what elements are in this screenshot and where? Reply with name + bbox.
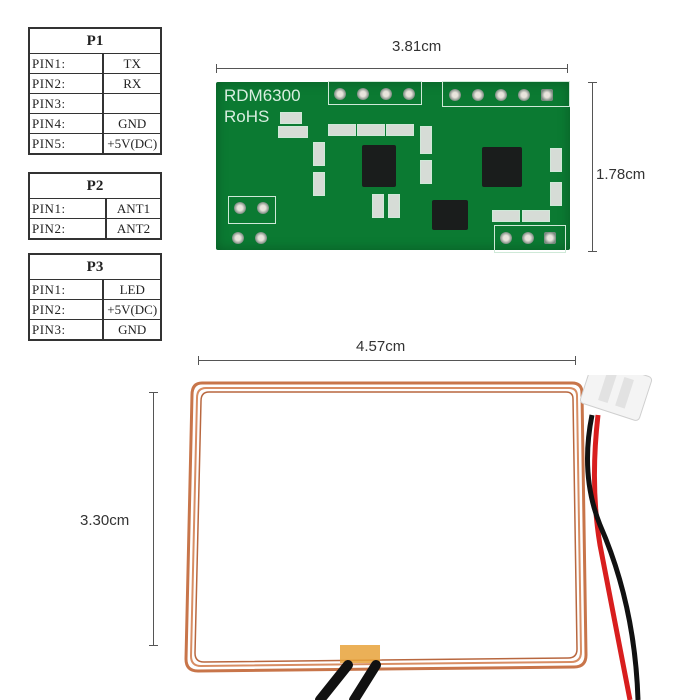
module-name: RDM6300 <box>224 86 301 105</box>
table-header: P3 <box>28 253 162 280</box>
smd-component <box>278 126 308 138</box>
pin-value: GND <box>102 319 162 341</box>
module-width-label: 3.81cm <box>392 38 442 55</box>
smd-component <box>522 210 550 222</box>
smd-component <box>313 142 325 166</box>
pin-value <box>102 93 162 114</box>
pin-label: PIN4: <box>28 113 105 134</box>
module-width-dimension-line <box>216 64 568 73</box>
pin-value: RX <box>102 73 162 94</box>
pin-value: ANT2 <box>105 218 162 240</box>
header-p3-outline <box>494 225 566 253</box>
smd-component <box>357 124 385 136</box>
pad-icon <box>500 232 512 244</box>
pin-label: PIN1: <box>28 279 105 300</box>
pin-label: PIN3: <box>28 319 105 341</box>
antenna-width-dimension-line <box>198 356 576 365</box>
pad-icon <box>544 232 556 244</box>
module-height-dimension-line <box>588 82 597 252</box>
pin-value: +5V(DC) <box>102 299 162 320</box>
pad-icon <box>357 88 369 100</box>
table-row: PIN2:ANT2 <box>28 218 162 240</box>
smd-component <box>420 126 432 154</box>
table-row: PIN1:TX <box>28 53 162 74</box>
header-p2-outline <box>228 196 276 224</box>
smd-component <box>313 172 325 196</box>
pin-label: PIN1: <box>28 53 105 74</box>
pin-value: ANT1 <box>105 198 162 219</box>
smd-component <box>386 124 414 136</box>
smd-component <box>328 124 356 136</box>
kapton-tape <box>340 645 380 663</box>
table-row: PIN3: <box>28 93 162 114</box>
table-row: PIN1:LED <box>28 279 162 300</box>
header-p1-outline <box>328 81 422 105</box>
smd-component <box>550 182 562 206</box>
table-header: P1 <box>28 27 162 54</box>
pad-icon <box>403 88 415 100</box>
voltage-regulator-chip <box>432 200 468 230</box>
header-outline <box>442 81 570 107</box>
pad-icon <box>449 89 461 101</box>
rdm6300-module-board: RDM6300 RoHS <box>216 81 570 253</box>
pad-icon <box>541 89 553 101</box>
jst-connector <box>579 375 653 421</box>
black-wire <box>585 414 641 700</box>
pin-value: LED <box>102 279 162 300</box>
smd-component <box>550 148 562 172</box>
table-row: PIN3:GND <box>28 319 162 341</box>
pad-icon <box>334 88 346 100</box>
smd-component <box>388 194 400 218</box>
red-wire <box>591 414 633 700</box>
smd-component <box>492 210 520 222</box>
pin-label: PIN2: <box>28 73 105 94</box>
qfn-microcontroller-chip <box>482 147 522 187</box>
table-row: PIN2:+5V(DC) <box>28 299 162 320</box>
module-height-label: 1.78cm <box>596 166 646 183</box>
pin-table-p3: P3 PIN1:LED PIN2:+5V(DC) PIN3:GND <box>28 253 162 341</box>
pin-label: PIN2: <box>28 299 105 320</box>
antenna-width-label: 4.57cm <box>356 338 406 355</box>
antenna-height-label: 3.30cm <box>80 512 130 529</box>
pad-icon <box>380 88 392 100</box>
pin-label: PIN5: <box>28 133 105 155</box>
pad-icon <box>257 202 269 214</box>
pin-table-p2: P2 PIN1:ANT1 PIN2:ANT2 <box>28 172 162 240</box>
smd-component <box>420 160 432 184</box>
pad-icon <box>255 232 267 244</box>
antenna-coil <box>184 375 653 700</box>
pad-icon <box>522 232 534 244</box>
table-row: PIN4:GND <box>28 113 162 134</box>
pad-icon <box>472 89 484 101</box>
rohs-mark: RoHS <box>224 107 270 126</box>
pad-icon <box>495 89 507 101</box>
pin-label: PIN1: <box>28 198 107 219</box>
pin-label: PIN3: <box>28 93 105 114</box>
table-header: P2 <box>28 172 162 199</box>
pad-icon <box>232 232 244 244</box>
pin-value: TX <box>102 53 162 74</box>
smd-component <box>280 112 302 124</box>
pin-value: GND <box>102 113 162 134</box>
table-row: PIN5:+5V(DC) <box>28 133 162 155</box>
pad-icon <box>234 202 246 214</box>
antenna-height-dimension-line <box>149 392 158 646</box>
soic-chip <box>362 145 396 187</box>
pin-value: +5V(DC) <box>102 133 162 155</box>
pin-table-p1: P1 PIN1:TX PIN2:RX PIN3: PIN4:GND PIN5:+… <box>28 27 162 155</box>
table-row: PIN2:RX <box>28 73 162 94</box>
smd-component <box>372 194 384 218</box>
table-row: PIN1:ANT1 <box>28 198 162 219</box>
pad-icon <box>518 89 530 101</box>
pin-label: PIN2: <box>28 218 107 240</box>
